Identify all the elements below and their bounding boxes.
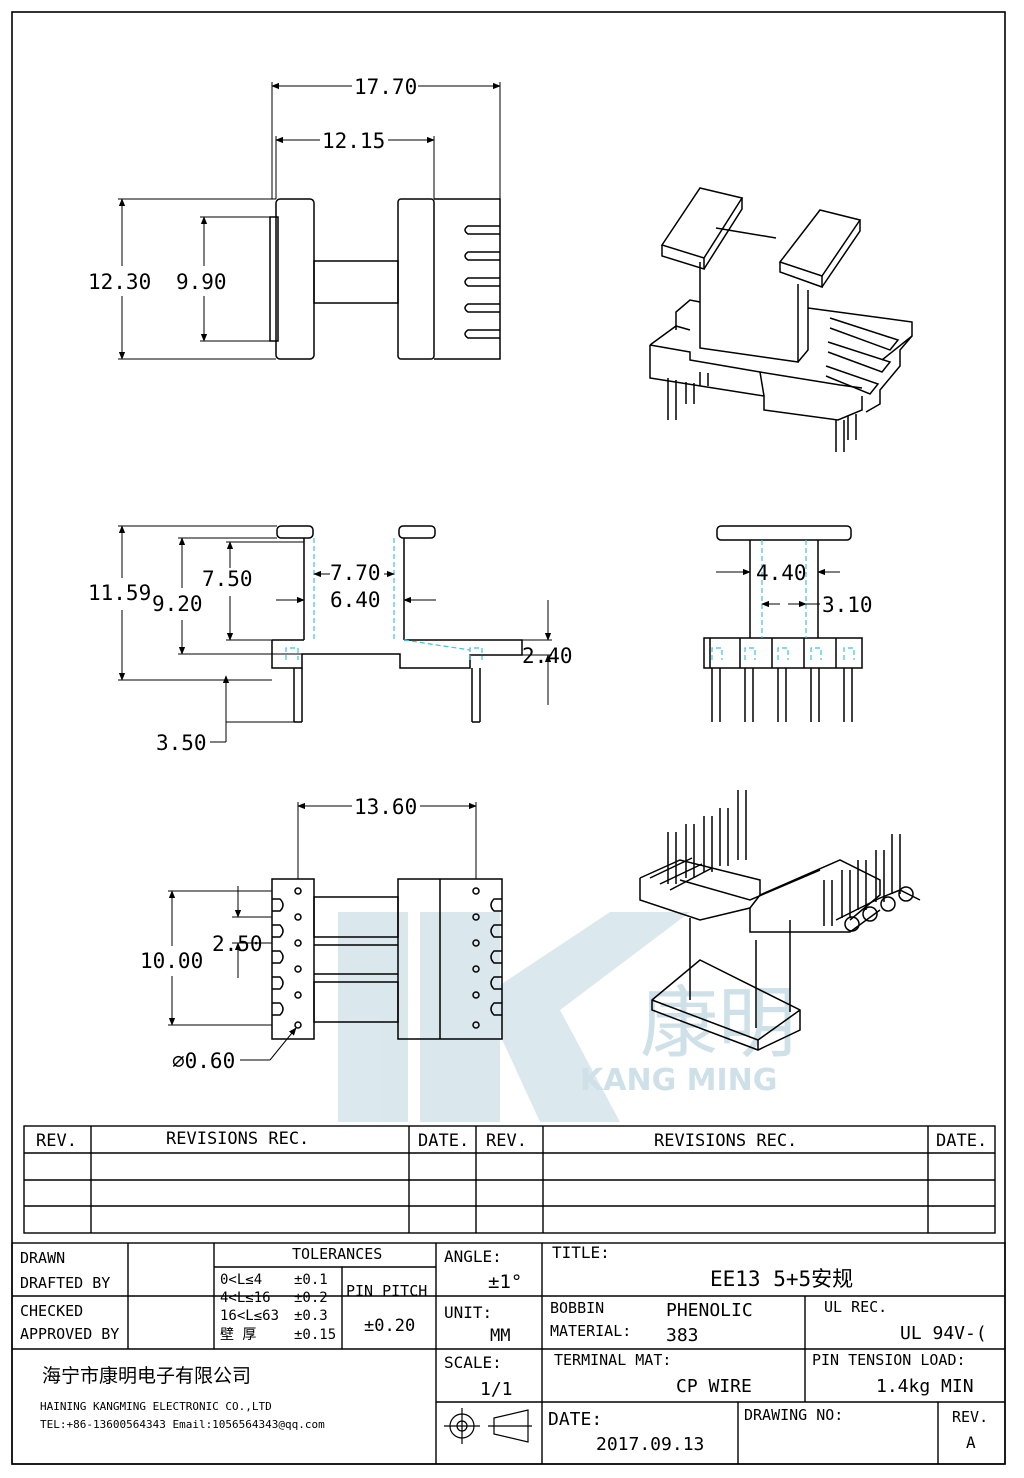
dim-9-20: 9.20 <box>152 592 203 616</box>
scale-value: 1/1 <box>480 1379 513 1400</box>
dim-4-40: 4.40 <box>756 561 807 585</box>
watermark-logo <box>338 912 690 1122</box>
title-block-grid <box>11 1242 1006 1465</box>
dim-2-40: 2.40 <box>522 644 573 668</box>
ul-rec-value: UL 94V-( <box>900 1323 987 1344</box>
tol-range-1: 0<L≤4 <box>220 1272 262 1288</box>
company-contact: TEL:+86-13600564343 Email:1056564343@qq.… <box>40 1418 325 1431</box>
dim-13-60: 13.60 <box>354 795 417 819</box>
tolerances-label: TOLERANCES <box>292 1245 382 1263</box>
date-value: 2017.09.13 <box>596 1434 704 1455</box>
dim-9-90: 9.90 <box>176 270 227 294</box>
dim-2-50: 2.50 <box>212 932 263 956</box>
scale-label: SCALE: <box>444 1353 502 1372</box>
dim-12-30: 12.30 <box>88 270 151 294</box>
terminal-mat-value: CP WIRE <box>676 1376 752 1397</box>
unit-label: UNIT: <box>444 1303 492 1322</box>
front-view-dims <box>118 525 552 743</box>
pin-pitch-value: ±0.20 <box>364 1316 415 1336</box>
pin-tension-label: PIN TENSION LOAD: <box>812 1351 966 1369</box>
bobbin-material-value-1: PHENOLIC <box>666 1300 753 1321</box>
dim-7-50: 7.50 <box>202 567 253 591</box>
ul-rec-label: UL REC. <box>824 1298 887 1316</box>
revision-table <box>23 1125 996 1234</box>
watermark-en: KANG MING <box>580 1063 777 1098</box>
angle-label: ANGLE: <box>444 1247 502 1266</box>
dim-12-15: 12.15 <box>322 129 385 153</box>
dim-pin-diameter: ∅0.60 <box>172 1049 235 1073</box>
unit-value: MM <box>490 1326 510 1346</box>
drawn-label: DRAWN <box>20 1249 65 1267</box>
dim-7-70: 7.70 <box>330 561 381 585</box>
rev-header-3: DATE. <box>418 1131 469 1151</box>
tol-range-3: 16<L≤63 <box>220 1308 279 1324</box>
rev-header-6: DATE. <box>936 1131 987 1151</box>
side-view-hidden <box>711 540 855 660</box>
date-label: DATE: <box>548 1409 602 1430</box>
projection-symbol <box>444 1408 532 1444</box>
side-view <box>703 525 863 722</box>
watermark-cn: 康明 <box>640 979 796 1069</box>
dim-3-10: 3.10 <box>822 593 873 617</box>
bobbin-material-value-2: 383 <box>666 1325 699 1346</box>
pin-pitch-label: PIN PITCH <box>346 1282 427 1300</box>
rev-value: A <box>966 1433 976 1452</box>
rev-label: REV. <box>952 1408 988 1426</box>
front-view <box>271 525 523 723</box>
title-label: TITLE: <box>552 1243 610 1262</box>
approved-by-label: APPROVED BY <box>20 1325 119 1343</box>
tol-range-2: 4<L≤16 <box>220 1290 271 1306</box>
rev-header-1: REV. <box>36 1131 77 1151</box>
bottom-view-dims <box>168 802 477 1061</box>
title-value: EE13 5+5安规 <box>710 1267 853 1291</box>
pin-tension-value: 1.4kg MIN <box>876 1376 974 1397</box>
dim-11-59: 11.59 <box>88 581 151 605</box>
front-view-hidden <box>285 538 483 660</box>
tol-value-3: ±0.3 <box>294 1308 328 1324</box>
rev-header-2: REVISIONS REC. <box>166 1129 309 1149</box>
drawing-no-label: DRAWING NO: <box>744 1406 843 1424</box>
tol-value-2: ±0.2 <box>294 1290 328 1306</box>
dim-17-70: 17.70 <box>354 75 417 99</box>
dim-10-00: 10.00 <box>140 949 203 973</box>
tol-range-4: 壁 厚 <box>220 1327 256 1343</box>
top-view-dims <box>118 82 501 360</box>
company-name-cn: 海宁市康明电子有限公司 <box>42 1365 251 1387</box>
bobbin-material-label-2: MATERIAL: <box>550 1322 631 1340</box>
iso-view-bottom <box>639 790 921 1051</box>
tol-value-1: ±0.1 <box>294 1272 328 1288</box>
top-view <box>269 198 501 360</box>
side-view-dims <box>716 568 840 608</box>
tol-value-4: ±0.15 <box>294 1327 336 1343</box>
rev-header-4: REV. <box>486 1131 527 1151</box>
terminal-mat-label: TERMINAL MAT: <box>554 1351 671 1369</box>
dim-6-40: 6.40 <box>330 588 381 612</box>
dim-3-50: 3.50 <box>156 731 207 755</box>
iso-view-top <box>649 187 913 452</box>
drafted-by-label: DRAFTED BY <box>20 1274 110 1292</box>
bobbin-material-label-1: BOBBIN <box>550 1299 604 1317</box>
bottom-view <box>271 878 503 1040</box>
rev-header-5: REVISIONS REC. <box>654 1131 797 1151</box>
angle-value: ±1° <box>488 1271 522 1293</box>
checked-label: CHECKED <box>20 1302 83 1320</box>
company-name-en: HAINING KANGMING ELECTRONIC CO.,LTD <box>40 1400 272 1413</box>
